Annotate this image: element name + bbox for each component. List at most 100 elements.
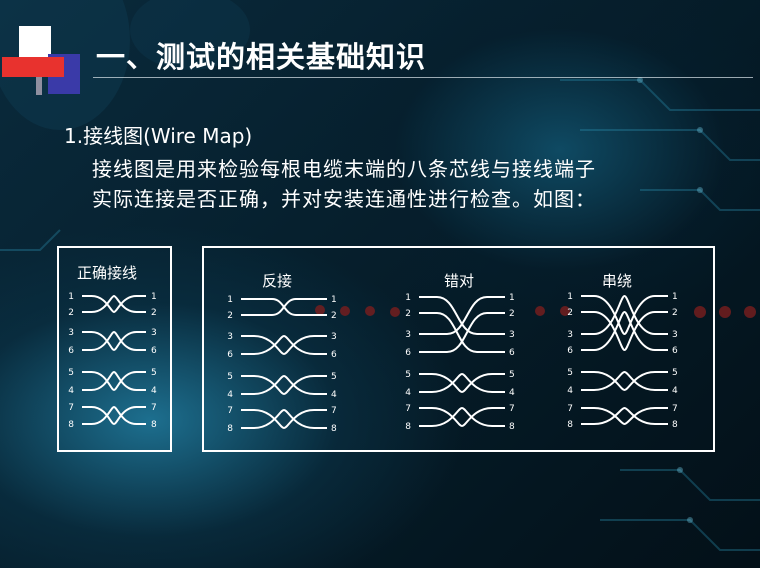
twisted-pair <box>419 407 505 428</box>
correct-wiring-frame <box>57 246 172 452</box>
pin-label: 4 <box>331 390 337 400</box>
twisted-pair <box>82 294 146 313</box>
pin-label: 8 <box>227 424 233 434</box>
pin-label: 1 <box>68 292 74 302</box>
pin-label: 7 <box>567 404 573 414</box>
slide-title: 一、测试的相关基础知识 <box>96 40 427 74</box>
pin-label: 3 <box>405 330 411 340</box>
pin-label: 8 <box>68 420 74 430</box>
pin-label: 8 <box>331 424 337 434</box>
reversed-pair-caption: 反接 <box>262 272 293 290</box>
twisted-pair <box>82 405 146 425</box>
paragraph-line-2: 实际连接是否正确，并对安装连通性进行检查。如图： <box>92 187 596 211</box>
pin-label: 3 <box>151 328 157 338</box>
twisted-pair <box>82 295 146 314</box>
pin-label: 7 <box>405 404 411 414</box>
twisted-pair <box>241 409 327 430</box>
twisted-pair <box>581 407 668 426</box>
twisted-pair <box>419 406 505 427</box>
pin-label: 4 <box>151 386 157 396</box>
pin-label: 8 <box>672 420 678 430</box>
pin-label: 7 <box>509 404 515 414</box>
crossed-wire <box>419 296 505 335</box>
pin-label: 6 <box>567 346 573 356</box>
fault-wiring-frame <box>202 246 715 452</box>
pin-label: 2 <box>567 308 573 318</box>
pin-label: 6 <box>331 350 337 360</box>
pin-label: 8 <box>567 420 573 430</box>
pin-label: 2 <box>68 308 74 318</box>
pin-label: 7 <box>227 406 233 416</box>
twisted-pair <box>581 371 668 392</box>
pin-label: 1 <box>567 292 573 302</box>
pin-label: 2 <box>151 308 157 318</box>
pin-label: 5 <box>151 368 157 378</box>
reversed-pair <box>241 298 327 316</box>
twisted-pair <box>82 330 146 351</box>
title-underline <box>93 77 753 78</box>
pin-label: 2 <box>331 311 337 321</box>
split-pair <box>581 311 668 352</box>
pin-label: 7 <box>672 404 678 414</box>
pin-label: 1 <box>509 293 515 303</box>
crossed-wire <box>419 312 505 353</box>
pin-label: 4 <box>509 388 515 398</box>
pin-label: 3 <box>672 330 678 340</box>
twisted-pair <box>241 335 327 356</box>
correct-wiring-caption: 正确接线 <box>77 264 138 282</box>
crossed-wire <box>419 296 505 335</box>
pin-label: 3 <box>68 328 74 338</box>
pin-label: 2 <box>405 309 411 319</box>
decor-red-bar <box>2 57 64 77</box>
pin-label: 4 <box>567 386 573 396</box>
pin-label: 5 <box>227 372 233 382</box>
twisted-pair <box>241 408 327 429</box>
pin-label: 2 <box>509 309 515 319</box>
section-subheading: 1.接线图(Wire Map) <box>64 124 253 148</box>
pin-label: 2 <box>672 308 678 318</box>
pin-label: 3 <box>331 332 337 342</box>
pin-label: 6 <box>672 346 678 356</box>
twisted-pair <box>241 334 327 355</box>
pin-label: 4 <box>227 390 233 400</box>
pin-label: 8 <box>509 422 515 432</box>
pin-label: 6 <box>509 348 515 358</box>
pin-label: 7 <box>331 406 337 416</box>
pin-label: 5 <box>331 372 337 382</box>
twisted-pair <box>581 370 668 391</box>
twisted-pair <box>581 406 668 425</box>
twisted-pair <box>241 375 327 396</box>
pin-label: 4 <box>672 386 678 396</box>
split-pair <box>581 310 668 351</box>
pin-label: 3 <box>567 330 573 340</box>
twisted-pair <box>82 331 146 352</box>
pin-label: 4 <box>405 388 411 398</box>
pin-label: 5 <box>509 370 515 380</box>
crossed-pair-caption: 错对 <box>444 272 475 290</box>
pin-label: 6 <box>151 346 157 356</box>
crossed-wire <box>419 312 505 353</box>
split-pair <box>581 295 668 336</box>
pin-label: 4 <box>68 386 74 396</box>
split-pair <box>581 294 668 335</box>
pin-label: 3 <box>227 332 233 342</box>
pin-label: 8 <box>405 422 411 432</box>
twisted-pair <box>241 374 327 395</box>
pin-label: 5 <box>567 368 573 378</box>
paragraph-line-1: 接线图是用来检验每根电缆末端的八条芯线与接线端子 <box>92 157 596 181</box>
twisted-pair <box>82 370 146 391</box>
pin-label: 7 <box>68 403 74 413</box>
pin-label: 3 <box>509 330 515 340</box>
pin-label: 1 <box>227 295 233 305</box>
twisted-pair <box>419 372 505 393</box>
pin-label: 1 <box>405 293 411 303</box>
pin-label: 5 <box>405 370 411 380</box>
pin-label: 1 <box>331 295 337 305</box>
pin-label: 6 <box>405 348 411 358</box>
pin-label: 6 <box>68 346 74 356</box>
pin-label: 7 <box>151 403 157 413</box>
pin-label: 1 <box>151 292 157 302</box>
pin-label: 5 <box>68 368 74 378</box>
pin-label: 2 <box>227 311 233 321</box>
